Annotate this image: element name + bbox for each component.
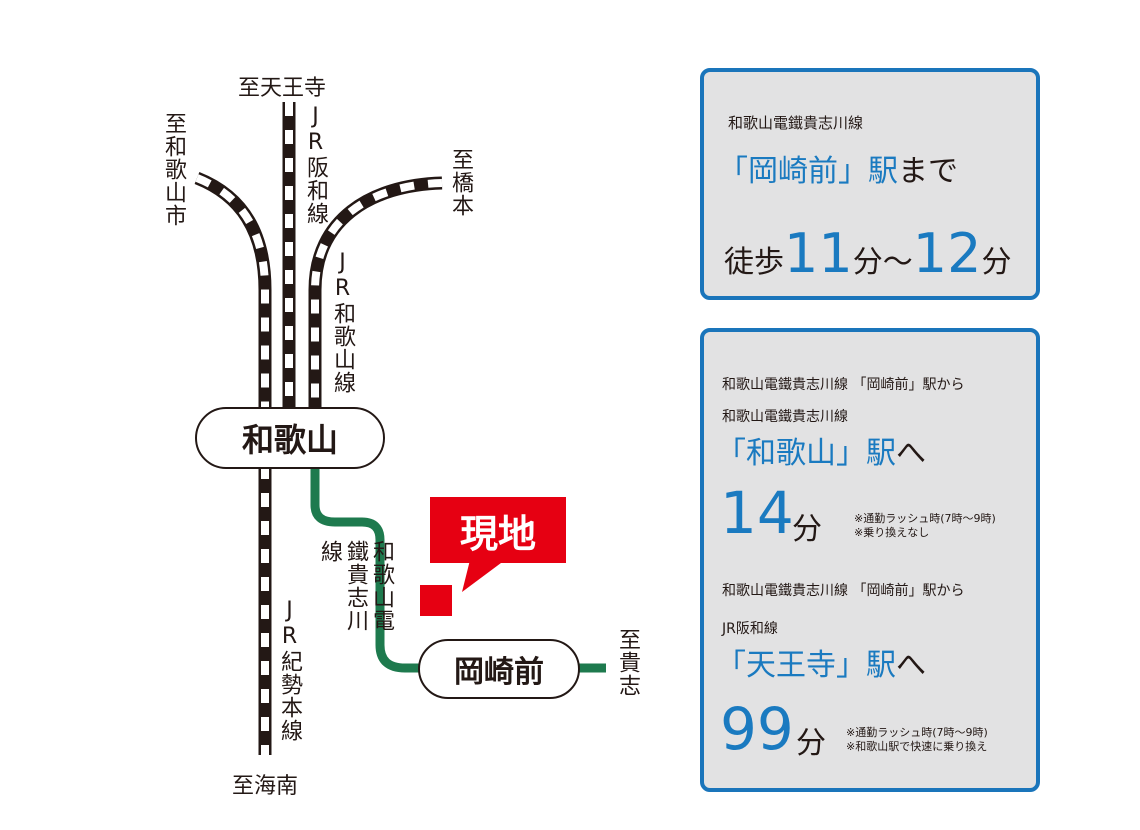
station-okazakimae: 岡崎前 [418,639,580,699]
route1-suffix: へ [896,436,926,471]
dest-hashimoto: 至橋本 [448,148,473,217]
walk-min1: 11 [784,222,853,285]
kishigawa-line [310,465,606,673]
route2-station: 「天王寺」駅へ [716,640,926,684]
dest-tennoji: 至天王寺 [238,76,327,101]
label-jr-hanwa: JR阪和線 [303,104,328,225]
walk-line: 和歌山電鐵貴志川線 [728,114,864,132]
walk-station-name: 「岡崎前」駅 [718,154,898,189]
label-kishigawa: 和歌山電鐵貴志川線 [317,540,394,632]
callout-pointer [462,560,505,592]
label-jr-wakayama: JR和歌山線 [330,250,355,394]
route2-from: 和歌山電鐵貴志川線 「岡崎前」駅から [722,583,965,599]
walk-tilde: ～ [882,245,913,280]
station-wakayama: 和歌山 [195,407,385,469]
route1-from: 和歌山電鐵貴志川線 「岡崎前」駅から [722,377,965,393]
route1-station: 「和歌山」駅へ [716,428,926,472]
dest-kainan: 至海南 [232,774,299,799]
route2-unit: 分 [796,726,826,761]
route1-line: 和歌山電鐵貴志川線 [722,409,848,425]
route2-note2: ※和歌山駅で快速に乗り換え [846,740,988,753]
route2-station-name: 「天王寺」駅 [716,648,896,683]
current-location-marker [420,585,452,616]
walk-label: 徒歩 [724,245,784,280]
walk-min2: 12 [912,222,982,285]
route2-note1: ※通勤ラッシュ時(7時～9時) [846,726,988,739]
jr-tracks [194,102,443,755]
walk-station: 「岡崎前」駅まで [718,146,958,190]
current-location-label: 現地 [430,497,566,563]
walk-unit1: 分 [852,245,883,280]
route2-minutes: 99 [720,695,794,763]
label-jr-kisei: JR紀勢本線 [277,598,302,742]
walk-suffix: まで [898,154,958,189]
route1-minutes: 14 [720,479,794,547]
walk-unit2: 分 [981,245,1012,280]
walk-time: 徒歩11分～12分 [724,222,1011,285]
route1-station-name: 「和歌山」駅 [716,436,896,471]
dest-wakayamashi: 至和歌山市 [161,112,186,227]
dest-kishi: 至貴志 [615,628,640,697]
route1-note2: ※乗り換えなし [854,526,930,539]
train-info-box: 和歌山電鐵貴志川線 「岡崎前」駅から 和歌山電鐵貴志川線 「和歌山」駅へ 14 … [700,328,1040,792]
route2-line: JR阪和線 [722,621,778,637]
route1-unit: 分 [792,512,822,547]
route2-suffix: へ [896,648,926,683]
walk-info-box: 和歌山電鐵貴志川線 「岡崎前」駅まで 徒歩11分～12分 [700,68,1040,300]
route1-note1: ※通勤ラッシュ時(7時～9時) [854,512,996,525]
